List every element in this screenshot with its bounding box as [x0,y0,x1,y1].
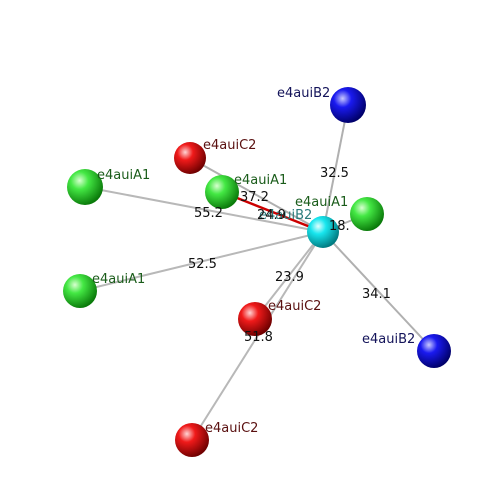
bond-red-bottom [191,231,324,441]
distance-red-bottom: 51.8 [244,330,273,345]
distance-green-left-bottom: 52.5 [188,257,217,272]
bond-blue-top [322,104,349,233]
bond-layer [79,104,435,441]
atom-layer [63,87,451,457]
distance-label-layer: 32.5 37.2 55.2 24.9 18. 52.5 23.9 34.1 5… [188,166,391,345]
distance-blue-top: 32.5 [320,166,349,181]
label-center: e4auiB2 [259,208,312,223]
atom-red-mid[interactable] [238,302,272,336]
distance-green-left-top: 55.2 [194,206,223,221]
atom-red-top[interactable] [174,142,206,174]
distance-red-top: 37.2 [240,190,269,205]
atom-blue-right[interactable] [417,334,451,368]
distance-green-mid: 24.9 [257,208,286,223]
label-red-mid: e4auiC2 [268,299,321,314]
atom-green-left-bottom[interactable] [63,274,97,308]
label-green-left-bottom: e4auiA1 [92,272,145,287]
atom-center[interactable] [307,216,339,248]
label-green-right: e4auiA1 [295,195,348,210]
atom-blue-top[interactable] [330,87,366,123]
atom-label-layer: e4auiB2 e4auiC2 e4auiA1 e4auiA1 e4auiA1 … [92,86,415,436]
bond-red-mid [254,231,324,320]
distance-blue-right: 34.1 [362,287,391,302]
label-green-left-top: e4auiA1 [97,168,150,183]
atom-green-mid[interactable] [205,175,239,209]
atom-red-bottom[interactable] [175,423,209,457]
atom-green-right[interactable] [350,197,384,231]
label-red-top: e4auiC2 [203,138,256,153]
bond-green-left-top [84,186,324,233]
bond-blue-right [322,231,435,352]
label-red-bottom: e4auiC2 [205,421,258,436]
atom-green-left-top[interactable] [67,169,103,205]
label-blue-top: e4auiB2 [277,86,330,101]
bond-red-top [189,157,324,233]
bond-green-left-bottom [79,231,324,292]
distance-green-right: 18. [329,219,350,234]
bond-green-mid [221,190,324,234]
label-green-mid: e4auiA1 [234,173,287,188]
label-blue-right: e4auiB2 [362,332,415,347]
distance-red-mid: 23.9 [275,270,304,285]
